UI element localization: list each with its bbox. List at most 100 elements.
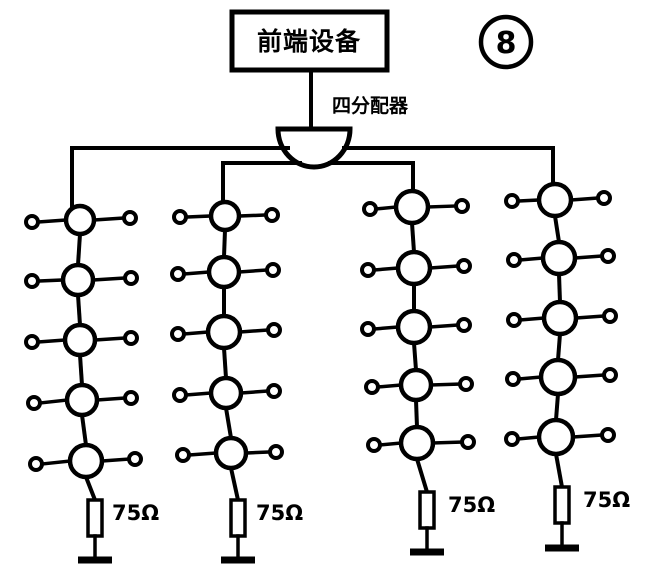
circled-number-icon [478, 14, 534, 70]
tap-right-lead [237, 213, 268, 218]
tap-right-lead [428, 264, 460, 270]
tap-left-lead [187, 451, 218, 457]
tap-left-lead [36, 278, 65, 283]
headend-equipment: 前端设备 [229, 9, 390, 73]
tap-left-lead [376, 383, 403, 389]
outlet-left-icon [360, 262, 376, 278]
tap-left-lead [182, 330, 210, 336]
terminator: 75Ω [410, 490, 495, 556]
outlet-left-icon [24, 334, 40, 350]
tap-right-lead [428, 323, 460, 329]
four-way-splitter: 四分配器 [275, 95, 409, 170]
riser-segment [555, 331, 563, 363]
riser-segment [79, 412, 89, 448]
tap-body [536, 417, 576, 457]
outlet-right-icon [456, 258, 472, 274]
column-1: 75Ω [24, 203, 159, 564]
outlet-right-icon [266, 383, 282, 399]
tap-left-lead [518, 256, 545, 262]
riser-to-terminator [228, 465, 241, 503]
tap-left-lead [182, 270, 211, 276]
outlet-right-icon [456, 317, 472, 333]
outlet-right-icon [122, 210, 138, 226]
terminator-label: 75Ω [448, 493, 495, 517]
tap-left-lead [516, 198, 541, 203]
bus-inner-left [221, 161, 302, 220]
tap-node [366, 424, 476, 462]
tap-node [506, 299, 618, 337]
column-3: 75Ω [360, 188, 495, 556]
riser-segment [75, 292, 83, 328]
outlet-right-icon [123, 390, 139, 406]
tap-left-lead [38, 398, 69, 405]
tap-right-lead [429, 382, 462, 387]
tap-right-lead [92, 216, 126, 222]
outlet-right-icon [123, 270, 139, 286]
outlet-left-icon [505, 371, 521, 387]
riser-segment [411, 340, 419, 373]
figure-number-label: 8 [496, 26, 517, 61]
tap-right-lead [569, 196, 600, 202]
tap-body [208, 375, 244, 411]
tap-body [395, 308, 433, 346]
outlet-left-icon [172, 387, 188, 403]
tap-body [67, 442, 105, 480]
tap-node [170, 313, 282, 351]
outlet-right-icon [268, 444, 284, 460]
tap-node [364, 367, 474, 403]
tap-right-lead [244, 450, 272, 455]
outlet-right-icon [602, 308, 618, 324]
tap-node [175, 435, 284, 471]
tap-node [172, 199, 280, 233]
splitter-label: 四分配器 [332, 95, 409, 117]
riser-to-terminator [414, 456, 430, 495]
bus-outer-right [342, 146, 555, 204]
tap-right-lead [426, 204, 458, 209]
tap-body [536, 181, 574, 219]
headend-label: 前端设备 [257, 27, 361, 56]
tap-node [172, 375, 282, 411]
tap-body [213, 435, 249, 471]
tap-body [398, 367, 434, 403]
tap-left-lead [184, 391, 213, 397]
tap-right-lead [93, 336, 127, 342]
riser-segment [556, 271, 563, 305]
outlet-left-icon [26, 395, 42, 411]
outlet-left-icon [360, 321, 376, 337]
riser-segment [553, 391, 561, 423]
terminator-label: 75Ω [112, 501, 159, 525]
tap-body [60, 262, 96, 298]
outlet-right-icon [264, 207, 280, 223]
terminator: 75Ω [545, 485, 630, 552]
tap-body [398, 424, 436, 462]
tap-left-lead [184, 214, 213, 219]
outlet-right-icon [458, 376, 474, 392]
tap-node [504, 417, 616, 457]
outlet-right-icon [127, 451, 143, 467]
resistor-icon [418, 490, 436, 530]
outlet-left-icon [170, 266, 186, 282]
outlet-right-icon [602, 367, 618, 383]
outlet-left-icon [364, 379, 380, 395]
tap-node [504, 181, 612, 219]
tap-node [170, 254, 281, 290]
outlet-left-icon [506, 312, 522, 328]
tap-body [64, 382, 100, 418]
bus-outer-left [70, 146, 290, 224]
tap-right-lead [573, 254, 604, 260]
tap-right-lead [237, 268, 269, 274]
riser-segment [552, 213, 562, 245]
tap-left-lead [516, 435, 541, 441]
tap-node [24, 262, 139, 298]
outlet-left-icon [504, 193, 520, 209]
outlet-right-icon [266, 322, 282, 338]
tap-body [395, 249, 433, 287]
tap-right-lead [100, 457, 131, 463]
outlet-left-icon [362, 201, 378, 217]
riser-to-terminator [553, 451, 565, 490]
tap-right-lead [571, 433, 604, 439]
tap-body [63, 203, 97, 237]
tap-left-lead [517, 375, 543, 381]
outlet-left-icon [170, 326, 186, 342]
